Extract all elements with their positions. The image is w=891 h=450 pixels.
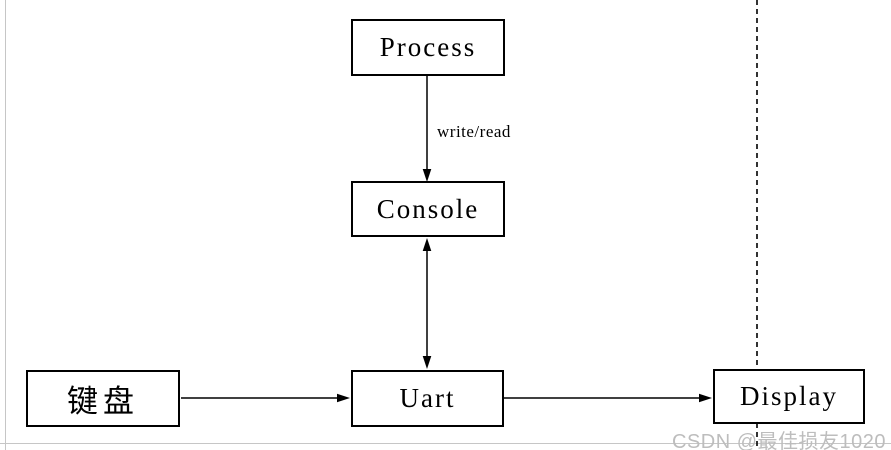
edge-label-write-read: write/read bbox=[437, 122, 511, 141]
node-uart-label: Uart bbox=[399, 383, 456, 413]
arrowhead-right bbox=[699, 393, 712, 403]
arrowhead-down bbox=[422, 356, 432, 369]
node-process: Process bbox=[351, 19, 505, 76]
node-keyboard: 键盘 bbox=[26, 370, 180, 427]
arrowhead-right bbox=[337, 393, 350, 403]
node-process-label: Process bbox=[379, 32, 477, 62]
arrow-process-to-console bbox=[422, 76, 432, 182]
arrowhead-up bbox=[422, 238, 432, 251]
arrow-uart-to-display bbox=[504, 393, 712, 403]
node-console-label: Console bbox=[376, 193, 480, 224]
page-left-border bbox=[5, 0, 6, 450]
arrow-console-uart-bidirectional bbox=[422, 238, 432, 369]
arrow-keyboard-to-uart bbox=[181, 393, 350, 403]
arrowhead-down bbox=[422, 169, 432, 182]
node-uart: Uart bbox=[351, 370, 504, 427]
node-display-label: Display bbox=[740, 381, 838, 411]
node-console: Console bbox=[351, 181, 505, 237]
node-display: Display bbox=[713, 369, 865, 424]
node-keyboard-label: 键盘 bbox=[67, 384, 139, 419]
page-bottom-border bbox=[0, 443, 891, 444]
csdn-watermark: CSDN @最佳损友1020 bbox=[672, 431, 887, 450]
